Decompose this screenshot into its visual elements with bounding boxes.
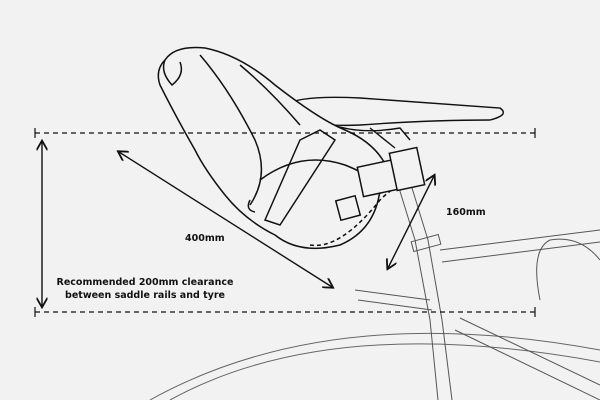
length-label: 400mm — [185, 233, 225, 244]
saddle-bag — [157, 46, 426, 250]
dimension-arrows — [42, 142, 434, 306]
clearance-label-line2: between saddle rails and tyre — [65, 290, 225, 301]
length-arrow — [119, 152, 332, 287]
clearance-label: Recommended 200mm clearance between sadd… — [55, 276, 235, 302]
height-label: 160mm — [446, 207, 486, 218]
clearance-label-line1: Recommended 200mm clearance — [56, 277, 234, 288]
clearance-reference-lines — [34, 128, 536, 317]
height-arrow — [388, 176, 434, 268]
bike-wheel — [149, 332, 600, 400]
